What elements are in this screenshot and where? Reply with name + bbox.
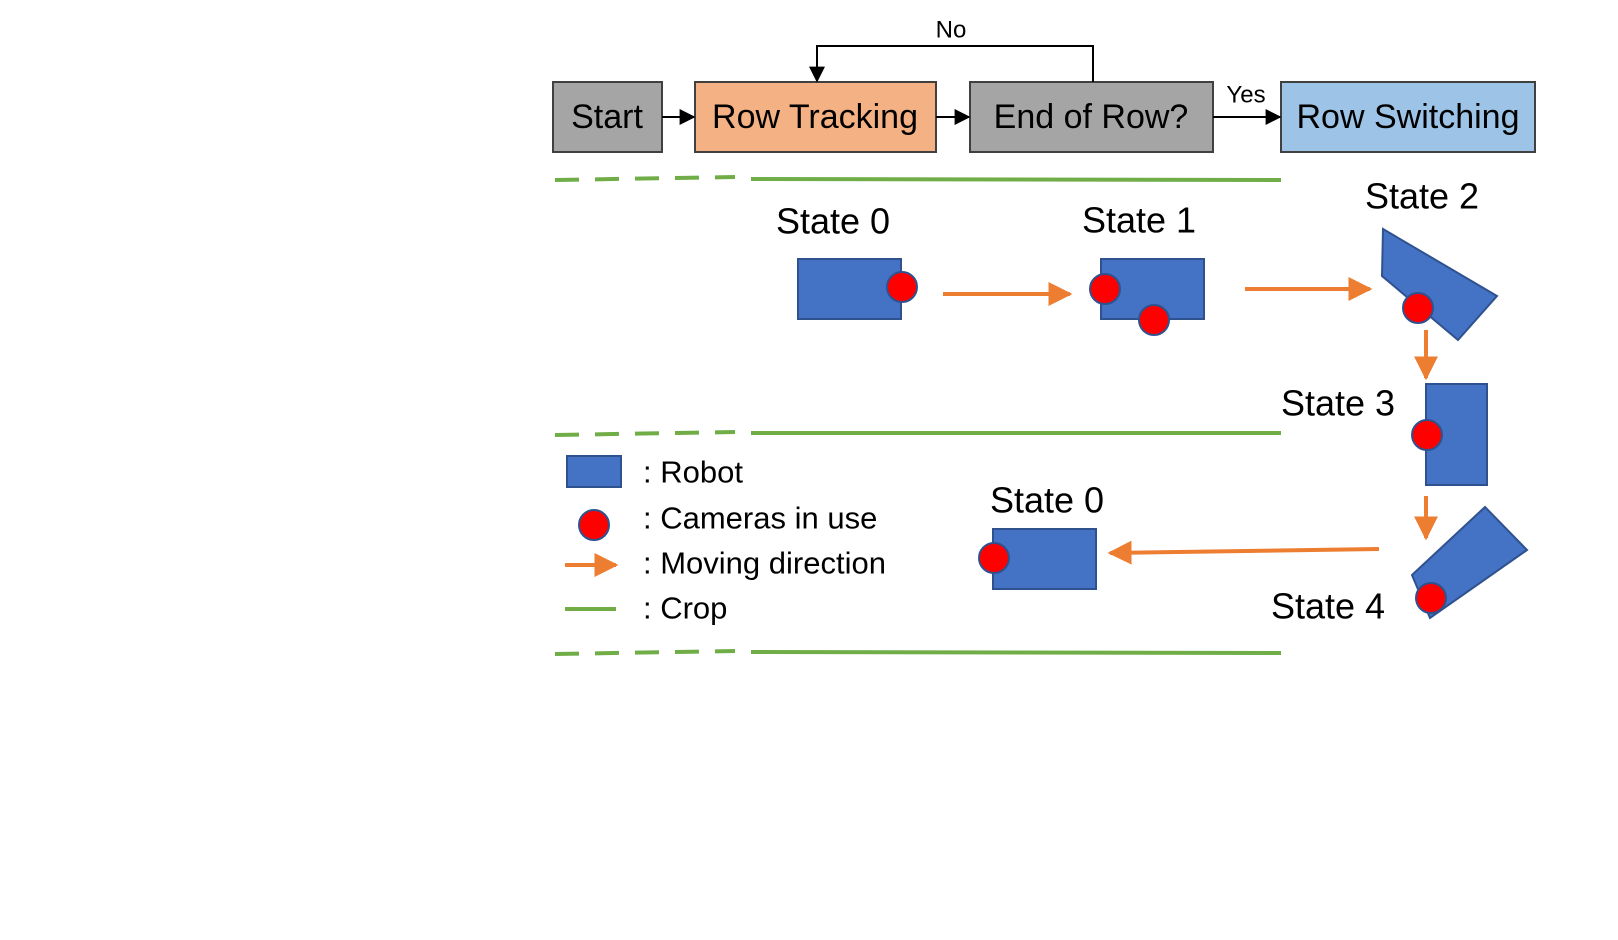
flowchart: Start Row Tracking End of Row? Row Switc… bbox=[552, 17, 1536, 153]
state-2: State 2 bbox=[1365, 176, 1499, 342]
state-3-label: State 3 bbox=[1281, 383, 1395, 424]
robot bbox=[1380, 227, 1499, 342]
legend-moving-label: : Moving direction bbox=[643, 546, 886, 581]
camera bbox=[1402, 292, 1434, 324]
state-3: State 3 bbox=[1281, 383, 1488, 486]
start-box bbox=[552, 81, 663, 153]
crop-row-top-dashed bbox=[554, 175, 736, 182]
state-0-bottom: State 0 bbox=[978, 480, 1104, 590]
state-0-bottom-label: State 0 bbox=[990, 480, 1104, 521]
row-switching-box bbox=[1280, 81, 1536, 153]
move-arrow-4-to-0 bbox=[1107, 540, 1380, 565]
camera bbox=[886, 271, 918, 303]
end-of-row-box bbox=[969, 81, 1214, 153]
state-2-label: State 2 bbox=[1365, 176, 1479, 217]
start-label: Start bbox=[571, 98, 643, 136]
state-1-label: State 1 bbox=[1082, 200, 1196, 241]
legend-camera-swatch bbox=[578, 509, 610, 541]
row-tracking-box bbox=[694, 81, 937, 153]
crop-rows bbox=[554, 175, 1282, 656]
robot bbox=[992, 528, 1097, 590]
camera bbox=[1138, 304, 1170, 336]
crop-row-bottom-dashed bbox=[554, 649, 736, 656]
legend-robot-label: : Robot bbox=[643, 455, 743, 490]
end-of-row-label: End of Row? bbox=[994, 98, 1189, 136]
crop-row-bottom bbox=[750, 650, 1282, 655]
state-0-top-label: State 0 bbox=[776, 201, 890, 242]
state-4: State 4 bbox=[1271, 505, 1529, 627]
crop-row-middle-dashed bbox=[554, 430, 736, 437]
legend-cameras-label: : Cameras in use bbox=[643, 501, 877, 536]
crop-row-top bbox=[750, 177, 1282, 182]
no-label: No bbox=[936, 17, 967, 44]
state-4-label: State 4 bbox=[1271, 586, 1385, 627]
yes-label: Yes bbox=[1226, 82, 1265, 109]
row-tracking-label: Row Tracking bbox=[712, 98, 918, 136]
camera bbox=[1415, 582, 1447, 614]
camera bbox=[1411, 419, 1443, 451]
moving-arrows bbox=[943, 277, 1438, 565]
legend: : Robot : Cameras in use : Moving direct… bbox=[565, 455, 886, 626]
legend-robot-swatch bbox=[566, 455, 622, 488]
row-switching-label: Row Switching bbox=[1297, 98, 1520, 136]
robot bbox=[797, 258, 902, 320]
state-0-top: State 0 bbox=[776, 201, 918, 320]
state-1: State 1 bbox=[1082, 200, 1205, 336]
camera bbox=[978, 542, 1010, 574]
arrow-no-loop bbox=[809, 45, 1094, 83]
camera bbox=[1089, 273, 1121, 305]
legend-crop-label: : Crop bbox=[643, 591, 727, 626]
